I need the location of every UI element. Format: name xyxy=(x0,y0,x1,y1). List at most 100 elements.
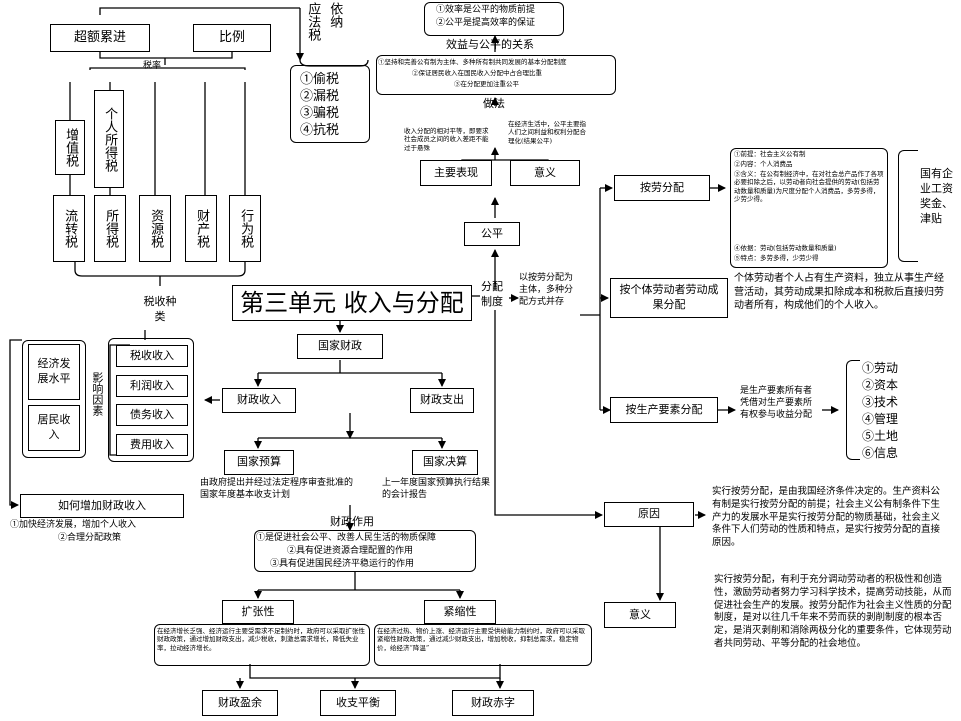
by-labor-point-2: ②内容：个人消费品 xyxy=(734,160,793,168)
factor-economy-label: 经济发展水平 xyxy=(37,357,71,385)
fairness-label: 公平 xyxy=(481,226,503,240)
fiscal-expense-box: 财政支出 xyxy=(410,388,474,413)
tax-violations-box xyxy=(290,65,370,143)
by-labor-right-brace xyxy=(898,150,918,262)
revenue-factors-group xyxy=(22,340,86,458)
fairness-box: 公平 xyxy=(464,222,520,246)
vat-box: 增值税 xyxy=(55,120,85,175)
tax-violation-4: ④抗税 xyxy=(300,123,340,138)
reason-desc: 实行按劳分配，是由我国经济条件决定的。生产资料公有制是实行按劳分配的前提；社会主… xyxy=(712,486,941,549)
proportional-rate-label: 比例 xyxy=(218,29,245,45)
by-labor-right-text: 国有企业工资奖金、津贴 xyxy=(920,167,953,225)
revenue-source-tax: 税收收入 xyxy=(116,345,188,367)
fiscal-role-title: 财政作用 xyxy=(330,515,374,528)
by-labor-box: 按劳分配 xyxy=(614,175,710,201)
by-law-label: 依纳 xyxy=(327,2,343,28)
fiscal-income-box: 财政收入 xyxy=(222,388,296,413)
practice-3: ③在分配更加注重公平 xyxy=(454,80,519,88)
reason-box: 原因 xyxy=(604,502,694,527)
by-labor-point-3: ③含义：在公有制经济中，在对社会总产品作了各项必要扣除之后，以劳动者向社会提供的… xyxy=(734,170,884,204)
fiscal-deficit-label: 财政赤字 xyxy=(471,695,515,709)
fiscal-role-3: ③具有促进国民经济平稳运行的作用 xyxy=(270,559,415,569)
distribution-system-desc: 以按劳分配为主体，多种分配方式并存 xyxy=(519,273,574,308)
final-desc: 上一年度国家预算执行结果的会计报告 xyxy=(382,478,491,501)
by-labor-points-box xyxy=(730,148,888,268)
fiscal-deficit-box: 财政赤字 xyxy=(452,690,534,716)
unit-title-text: 第三单元 收入与分配 xyxy=(240,288,464,317)
budget-desc: 由政府提出并经过法定程序审查批准的国家年度基本收支计划 xyxy=(200,478,354,501)
national-final-box: 国家决算 xyxy=(412,450,478,475)
individual-labor-label: 按个体劳动者劳动成果分配 xyxy=(619,283,719,311)
significance-label: 意义 xyxy=(629,607,651,621)
tax-kind-label: 流转税 xyxy=(62,209,78,248)
national-budget-label: 国家预算 xyxy=(237,455,281,469)
expression-desc: 收入分配的相对平等，即要求社会成员之间的收入差距不能过于悬殊 xyxy=(404,127,489,152)
fiscal-expense-label: 财政支出 xyxy=(420,393,464,407)
revenue-source-fee: 费用收入 xyxy=(116,434,188,456)
contraction-policy-label: 紧缩性 xyxy=(443,604,477,618)
factor-resident-income-label: 居民收入 xyxy=(37,413,71,441)
increase-revenue-title: 如何增加财政收入 xyxy=(58,498,146,512)
practices-box xyxy=(376,55,616,95)
pit-label: 个人所得税 xyxy=(102,106,118,172)
proportional-rate-box: 比例 xyxy=(193,24,271,52)
efficiency-point-2: ②公平是提高效率的保证 xyxy=(436,18,536,28)
practice-label: 做法 xyxy=(483,97,505,110)
factor-item-technology: ③技术 xyxy=(862,395,899,409)
practice-2: ②保证居民收入在国民收入分配中占合理比重 xyxy=(412,69,542,77)
national-budget-box: 国家预算 xyxy=(224,450,294,475)
tax-kind-label: 财产税 xyxy=(194,209,210,248)
efficiency-fairness-relation: 效益与公平的关系 xyxy=(446,38,534,51)
fiscal-surplus-box: 财政盈余 xyxy=(202,690,278,716)
fiscal-surplus-label: 财政盈余 xyxy=(218,695,262,709)
tax-kind-property: 财产税 xyxy=(185,195,217,262)
fiscal-role-2: ②具有促进资源合理配置的作用 xyxy=(287,546,414,556)
tax-violation-2: ②漏税 xyxy=(300,89,340,104)
meaning-desc: 在经济生活中，公平主要指人们之间利益和权利分配合理化(结果公平) xyxy=(508,120,586,145)
expansion-policy-label: 扩张性 xyxy=(241,604,275,618)
increase-revenue-box: 如何增加财政收入 xyxy=(20,494,184,518)
revenue-source-debt: 债务收入 xyxy=(116,404,188,426)
fairness-meaning-box: 意义 xyxy=(510,160,580,186)
by-labor-point-4: ④依据：劳动(包括劳动数量和质量) xyxy=(734,244,837,252)
tax-violation-1: ①偷税 xyxy=(300,72,340,87)
contraction-policy-box: 紧缩性 xyxy=(424,600,496,624)
factor-item-capital: ②资本 xyxy=(862,378,899,392)
increase-revenue-item-2: ②合理分配政策 xyxy=(58,533,122,543)
revenue-source-label: 费用收入 xyxy=(130,437,174,451)
tax-kind-label: 所得税 xyxy=(103,209,119,248)
vat-label: 增值税 xyxy=(63,128,79,167)
factor-item-land: ⑤土地 xyxy=(862,429,899,443)
by-labor-label: 按劳分配 xyxy=(640,180,684,194)
significance-desc: 实行按劳分配，有利于充分调动劳动者的积极性和创造性，激励劳动者努力学习科学技术，… xyxy=(714,574,952,650)
tax-rate-label: 税率 xyxy=(143,61,162,71)
progressive-rate-box: 超额累进 xyxy=(50,24,150,52)
tax-kind-behavior: 行为税 xyxy=(229,195,261,262)
unit-title: 第三单元 收入与分配 xyxy=(232,285,472,321)
revenue-factors-label: 影响因素 xyxy=(90,372,104,416)
by-labor-point-1: ①前提：社会主义公有制 xyxy=(734,150,806,158)
national-final-label: 国家决算 xyxy=(423,455,467,469)
production-factors-label: 按生产要素分配 xyxy=(625,402,703,416)
pit-box: 个人所得税 xyxy=(94,90,124,188)
expansion-policy-box: 扩张性 xyxy=(222,600,294,624)
tax-kinds-label: 税收种类 xyxy=(143,295,177,323)
fiscal-role-1: ①是促进社会公平、改善人民生活的物质保障 xyxy=(256,533,437,543)
production-factors-desc: 是生产要素所有者凭借对生产要素所有权参与收益分配 xyxy=(740,386,813,421)
fiscal-roles-box xyxy=(254,530,476,572)
reason-label: 原因 xyxy=(638,507,660,521)
should-pay-label: 应法税 xyxy=(305,2,321,41)
factor-economy: 经济发展水平 xyxy=(28,344,80,400)
main-expression-label: 主要表现 xyxy=(434,165,478,179)
practice-1: ①坚持和完善公有制为主体、多种所有制共同发展的基本分配制度 xyxy=(378,58,567,66)
revenue-source-label: 债务收入 xyxy=(130,407,174,421)
significance-box: 意义 xyxy=(604,602,676,628)
individual-labor-desc: 个体劳动者个人占有生产资料，独立从事生产经营活动，其劳动成果扣除成本和税款后直接… xyxy=(734,273,944,311)
fiscal-income-label: 财政收入 xyxy=(237,393,281,407)
factor-item-labor: ①劳动 xyxy=(862,361,899,375)
expansion-desc-box xyxy=(154,624,370,666)
tax-kind-resource: 资源税 xyxy=(139,195,171,262)
increase-revenue-item-1: ①加快经济发展，增加个人收入 xyxy=(10,520,137,530)
distribution-system-label: 分配制度 xyxy=(481,280,503,308)
factor-resident-income: 居民收入 xyxy=(28,405,80,451)
